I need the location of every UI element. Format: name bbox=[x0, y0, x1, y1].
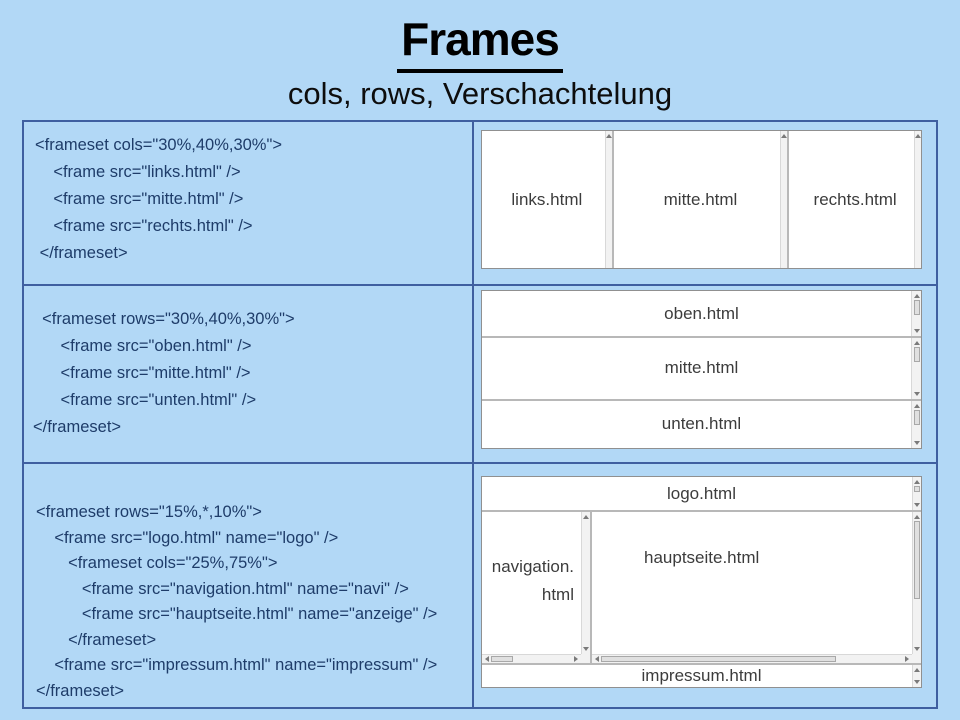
scroll-down-icon bbox=[914, 647, 920, 651]
frame-label: links.html bbox=[511, 189, 583, 209]
scroll-down-icon bbox=[583, 647, 589, 651]
scroll-down-icon bbox=[913, 329, 920, 334]
frame-label: hauptseite.html bbox=[644, 548, 760, 567]
scroll-thumb bbox=[914, 521, 920, 599]
code-line: <frame src="links.html" /> bbox=[35, 163, 241, 181]
frame-label: impressum.html bbox=[641, 666, 762, 685]
code-line: <frame src="logo.html" name="logo" /> bbox=[36, 528, 339, 547]
vertical-scrollbar bbox=[912, 477, 921, 510]
scroll-right-icon bbox=[905, 656, 909, 662]
scrollbar-corner bbox=[912, 654, 921, 663]
frame-label: oben.html bbox=[664, 303, 739, 323]
frame-links: links.html bbox=[482, 131, 614, 268]
scroll-thumb bbox=[601, 656, 836, 662]
frame-label: rechts.html bbox=[813, 189, 897, 209]
scroll-down-icon bbox=[913, 440, 920, 445]
code-block-nested: <frameset rows="15%,*,10%"> <frame src="… bbox=[24, 464, 472, 704]
scroll-up-icon bbox=[914, 134, 921, 138]
horizontal-scrollbar bbox=[592, 654, 912, 663]
vertical-scrollbar bbox=[911, 338, 921, 399]
frame-hauptseite: hauptseite.html bbox=[592, 512, 921, 663]
code-line: <frameset rows="30%,40%,30%"> bbox=[33, 310, 295, 328]
scroll-thumb bbox=[914, 486, 920, 492]
code-block-cols: <frameset cols="30%,40%,30%"> <frame src… bbox=[24, 122, 472, 267]
code-line: <frameset cols="30%,40%,30%"> bbox=[35, 136, 282, 154]
scroll-up-icon bbox=[781, 134, 788, 138]
vertical-scrollbar bbox=[604, 131, 612, 268]
frame-mitte: mitte.html bbox=[482, 338, 921, 401]
frame-label-line2: html bbox=[541, 584, 574, 604]
cell-code-cols: <frameset cols="30%,40%,30%"> <frame src… bbox=[24, 122, 474, 286]
frame-impressum: impressum.html bbox=[482, 663, 921, 687]
code-line: </frameset> bbox=[36, 630, 157, 649]
code-line: <frame src="impressum.html" name="impres… bbox=[36, 656, 438, 674]
scroll-thumb bbox=[913, 300, 920, 315]
vertical-scrollbar bbox=[911, 400, 921, 448]
code-line: <frameset rows="15%,*,10%"> bbox=[36, 503, 262, 521]
frame-logo: logo.html bbox=[482, 477, 921, 512]
scroll-right-icon bbox=[574, 656, 578, 662]
code-line: <frame src="navigation.html" name="navi"… bbox=[36, 579, 409, 598]
frame-rechts: rechts.html bbox=[789, 131, 921, 268]
code-line: </frameset> bbox=[35, 244, 128, 262]
frame-oben: oben.html bbox=[482, 291, 921, 339]
scroll-up-icon bbox=[914, 480, 920, 484]
frame-label-line1: navigation. bbox=[491, 556, 574, 576]
scroll-left-icon bbox=[485, 656, 489, 662]
scroll-up-icon bbox=[583, 515, 589, 519]
code-line: <frame src="mitte.html" /> bbox=[35, 190, 244, 208]
code-block-rows: <frameset rows="30%,40%,30%"> <frame src… bbox=[24, 286, 472, 441]
frameset-preview-cols: links.html mitte.html rechts.html bbox=[481, 130, 922, 269]
content-table: <frameset cols="30%,40%,30%"> <frame src… bbox=[22, 120, 938, 709]
code-line: <frame src="oben.html" /> bbox=[33, 337, 252, 355]
code-line: <frame src="unten.html" /> bbox=[33, 391, 257, 409]
frame-unten: unten.html bbox=[482, 400, 921, 448]
scroll-up-icon bbox=[914, 515, 920, 519]
frame-mitte: mitte.html bbox=[614, 131, 790, 268]
frame-navigation: navigation. html bbox=[482, 512, 592, 663]
scroll-thumb bbox=[913, 409, 920, 425]
cell-code-nested: <frameset rows="15%,*,10%"> <frame src="… bbox=[24, 464, 474, 707]
scroll-thumb bbox=[491, 656, 513, 662]
cell-preview-cols: links.html mitte.html rechts.html bbox=[474, 122, 936, 286]
scrollbar-corner bbox=[581, 654, 590, 663]
cell-preview-nested: logo.html navigation. html bbox=[474, 464, 936, 707]
frame-label: navigation. html bbox=[482, 553, 590, 623]
scroll-down-icon bbox=[914, 503, 920, 507]
code-line: <frame src="mitte.html" /> bbox=[33, 364, 251, 382]
frame-label: mitte.html bbox=[664, 358, 739, 378]
scroll-left-icon bbox=[595, 656, 599, 662]
vertical-scrollbar bbox=[912, 665, 921, 687]
scroll-thumb bbox=[913, 347, 920, 363]
cell-code-rows: <frameset rows="30%,40%,30%"> <frame src… bbox=[24, 286, 474, 464]
vertical-scrollbar bbox=[581, 512, 590, 654]
page-title: Frames bbox=[397, 12, 563, 73]
scroll-up-icon bbox=[913, 403, 920, 408]
frame-label: unten.html bbox=[661, 414, 742, 434]
nested-frameset-row: navigation. html bbox=[482, 512, 921, 663]
frameset-preview-nested: logo.html navigation. html bbox=[481, 476, 922, 688]
page-subtitle: cols, rows, Verschachtelung bbox=[287, 76, 673, 111]
vertical-scrollbar bbox=[912, 512, 921, 654]
header: Frames bbox=[0, 12, 960, 73]
code-line: <frame src="rechts.html" /> bbox=[35, 217, 253, 235]
scroll-up-icon bbox=[913, 341, 920, 346]
frame-label: logo.html bbox=[667, 483, 736, 503]
cell-preview-rows: oben.html mitte.html bbox=[474, 286, 936, 464]
scroll-down-icon bbox=[914, 680, 920, 684]
code-line: <frame src="hauptseite.html" name="anzei… bbox=[36, 605, 438, 623]
scroll-up-icon bbox=[913, 294, 920, 298]
scroll-down-icon bbox=[913, 391, 920, 396]
horizontal-scrollbar bbox=[482, 654, 581, 663]
vertical-scrollbar bbox=[911, 291, 921, 337]
frame-label: mitte.html bbox=[663, 189, 738, 209]
scroll-up-icon bbox=[605, 134, 612, 138]
scroll-up-icon bbox=[914, 668, 920, 672]
code-line: <frameset cols="25%,75%"> bbox=[36, 554, 278, 572]
code-line: </frameset> bbox=[33, 418, 122, 436]
vertical-scrollbar bbox=[780, 131, 788, 268]
code-line: </frameset> bbox=[36, 681, 125, 700]
vertical-scrollbar bbox=[913, 131, 921, 268]
frameset-preview-rows: oben.html mitte.html bbox=[481, 290, 922, 449]
